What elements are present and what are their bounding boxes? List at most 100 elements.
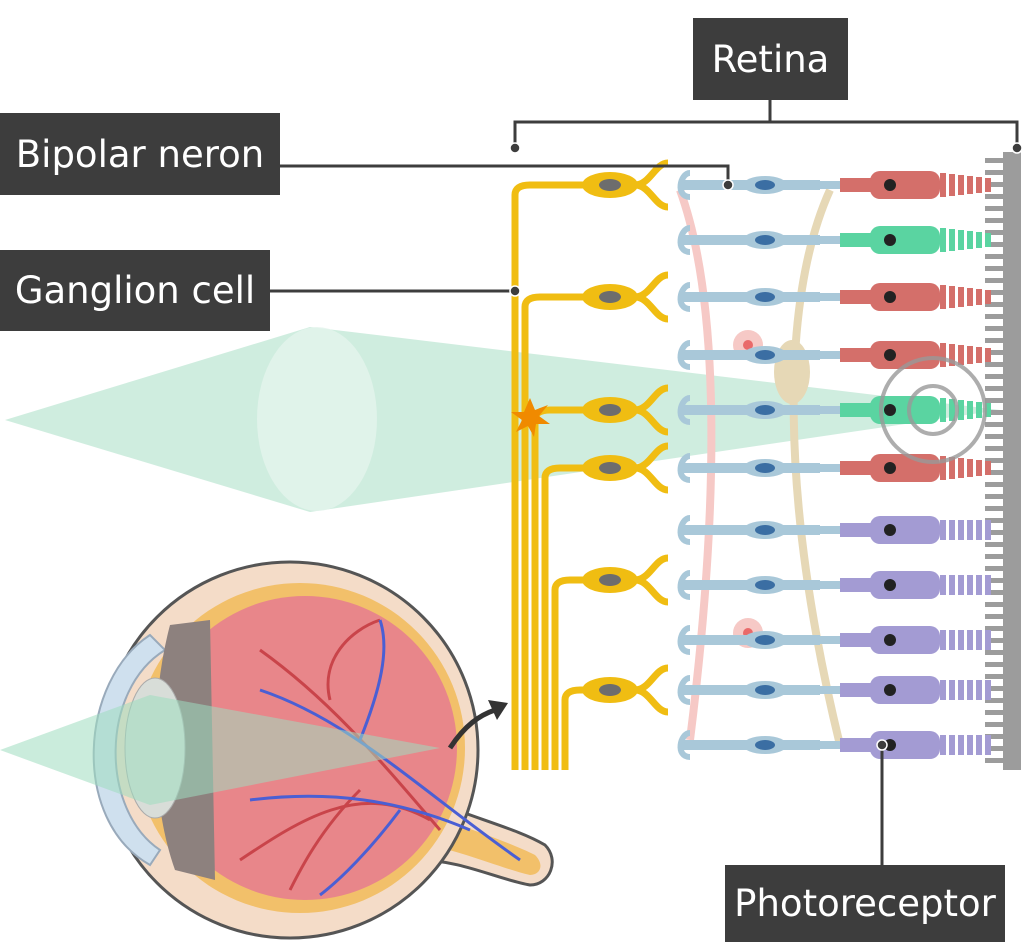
- photoreceptor-outer-segment-disc: [976, 402, 982, 418]
- pigment-tooth: [985, 290, 1005, 295]
- pigment-tooth: [985, 446, 1005, 451]
- pigment-tooth: [985, 326, 1005, 331]
- bipolar-terminal: [677, 453, 691, 483]
- ganglion-cell-label: Ganglion cell: [0, 250, 270, 331]
- photoreceptor-body: [870, 516, 940, 544]
- photoreceptor-outer-segment-disc: [958, 287, 964, 307]
- photoreceptor-outer-segment-disc: [985, 403, 991, 417]
- ganglion-nucleus: [599, 179, 621, 191]
- photoreceptor-outer-segment-disc: [958, 680, 964, 700]
- photoreceptor-body: [870, 171, 940, 199]
- pigment-tooth: [985, 158, 1005, 163]
- photoreceptor-outer-segment-disc: [940, 735, 946, 755]
- photoreceptor-outer-segment-disc: [967, 680, 973, 700]
- pigment-tooth: [985, 482, 1005, 487]
- pigment-comb: [985, 158, 1005, 763]
- photoreceptor-outer-segment-disc: [985, 680, 991, 700]
- pigment-tooth: [985, 650, 1005, 655]
- pigment-tooth: [985, 686, 1005, 691]
- photoreceptor-body: [870, 731, 940, 759]
- focus-ring-inner-icon: [907, 384, 959, 436]
- photoreceptor-outer-segment-disc: [958, 345, 964, 365]
- photoreceptor-outer-segment-disc: [940, 228, 946, 252]
- pigment-tooth: [985, 218, 1005, 223]
- pigment-tooth: [985, 314, 1005, 319]
- photoreceptor-outer-segment-disc: [958, 520, 964, 540]
- pigment-tooth: [985, 398, 1005, 403]
- photoreceptor-outer-segment-disc: [949, 174, 955, 196]
- photoreceptor-outer-segment-disc: [967, 459, 973, 477]
- ganglion-dendrite: [634, 664, 669, 716]
- bipolar-nucleus: [755, 180, 775, 190]
- ganglion-nucleus: [599, 574, 621, 586]
- ganglion-axon: [511, 181, 600, 770]
- photoreceptor-outer-segment-disc: [967, 176, 973, 194]
- bipolar-nucleus: [755, 235, 775, 245]
- pigment-tooth: [985, 278, 1005, 283]
- pigment-tooth: [985, 242, 1005, 247]
- bipolar-nucleus: [755, 525, 775, 535]
- photoreceptor-outer-segment-disc: [976, 520, 982, 540]
- photoreceptor-outer-segment-disc: [940, 630, 946, 650]
- photoreceptor-body: [870, 341, 940, 369]
- pigment-tooth: [985, 602, 1005, 607]
- ganglion-axon: [521, 293, 600, 770]
- photoreceptor-outer-segment-disc: [940, 680, 946, 700]
- photoreceptor-outer-segment-disc: [967, 520, 973, 540]
- pigment-tooth: [985, 338, 1005, 343]
- photoreceptor-outer-segment-disc: [958, 735, 964, 755]
- photoreceptor-outer-segment-disc: [949, 735, 955, 755]
- photoreceptor-outer-segment-disc: [958, 175, 964, 195]
- photoreceptor-outer-segment-disc: [967, 346, 973, 364]
- photoreceptor-outer-segment-disc: [976, 232, 982, 248]
- leader-dots: [509, 142, 1023, 751]
- eyeball: [0, 560, 554, 940]
- photoreceptor-nucleus: [884, 404, 896, 416]
- photoreceptor-outer-segment-disc: [976, 347, 982, 363]
- photoreceptor-outer-segment-disc: [940, 285, 946, 309]
- cornea: [92, 633, 167, 867]
- photoreceptor-outer-segment-disc: [967, 288, 973, 306]
- photoreceptor-nucleus: [884, 684, 896, 696]
- pigment-tooth: [985, 578, 1005, 583]
- photoreceptor-outer-segment-disc: [940, 575, 946, 595]
- pigment-tooth: [985, 194, 1005, 199]
- bipolar-nucleus: [755, 740, 775, 750]
- lens: [257, 327, 377, 511]
- pigment-tooth: [985, 374, 1005, 379]
- photoreceptor-outer-segment-disc: [985, 290, 991, 304]
- bipolar-terminal: [677, 340, 691, 370]
- pigment-tooth: [985, 350, 1005, 355]
- pigment-tooth: [985, 590, 1005, 595]
- pigment-tooth: [985, 542, 1005, 547]
- photoreceptor-nucleus: [884, 234, 896, 246]
- photoreceptor-nucleus: [884, 634, 896, 646]
- photoreceptor-outer-segment-disc: [976, 575, 982, 595]
- photoreceptor-outer-segment-disc: [958, 400, 964, 420]
- ganglion-dendrite: [634, 159, 669, 211]
- pigment-tooth: [985, 362, 1005, 367]
- photoreceptor-nucleus: [884, 349, 896, 361]
- photoreceptor-outer-segment-disc: [985, 735, 991, 755]
- vessels-blue: [249, 619, 521, 897]
- pigment-tooth: [985, 746, 1005, 751]
- photoreceptor-outer-segment-disc: [985, 178, 991, 192]
- photoreceptor-nucleus: [884, 291, 896, 303]
- bipolar-terminal: [677, 515, 691, 545]
- leader-lines: [270, 100, 1019, 865]
- photoreceptor-nucleus: [884, 524, 896, 536]
- pigment-tooth: [985, 710, 1005, 715]
- bipolar-nucleus: [755, 292, 775, 302]
- pigment-tooth: [985, 530, 1005, 535]
- ganglion-nucleus: [599, 291, 621, 303]
- photoreceptor-outer-segment-disc: [958, 575, 964, 595]
- ganglion-dendrite: [634, 271, 669, 323]
- photoreceptor-label: Photoreceptor: [725, 865, 1005, 942]
- bipolar-terminal: [677, 282, 691, 312]
- photoreceptor-outer-segment-disc: [949, 344, 955, 366]
- ganglion-nucleus: [599, 462, 621, 474]
- photoreceptor-outer-segment-disc: [958, 230, 964, 250]
- photoreceptor-outer-segment-disc: [940, 398, 946, 422]
- pigment-tooth: [985, 614, 1005, 619]
